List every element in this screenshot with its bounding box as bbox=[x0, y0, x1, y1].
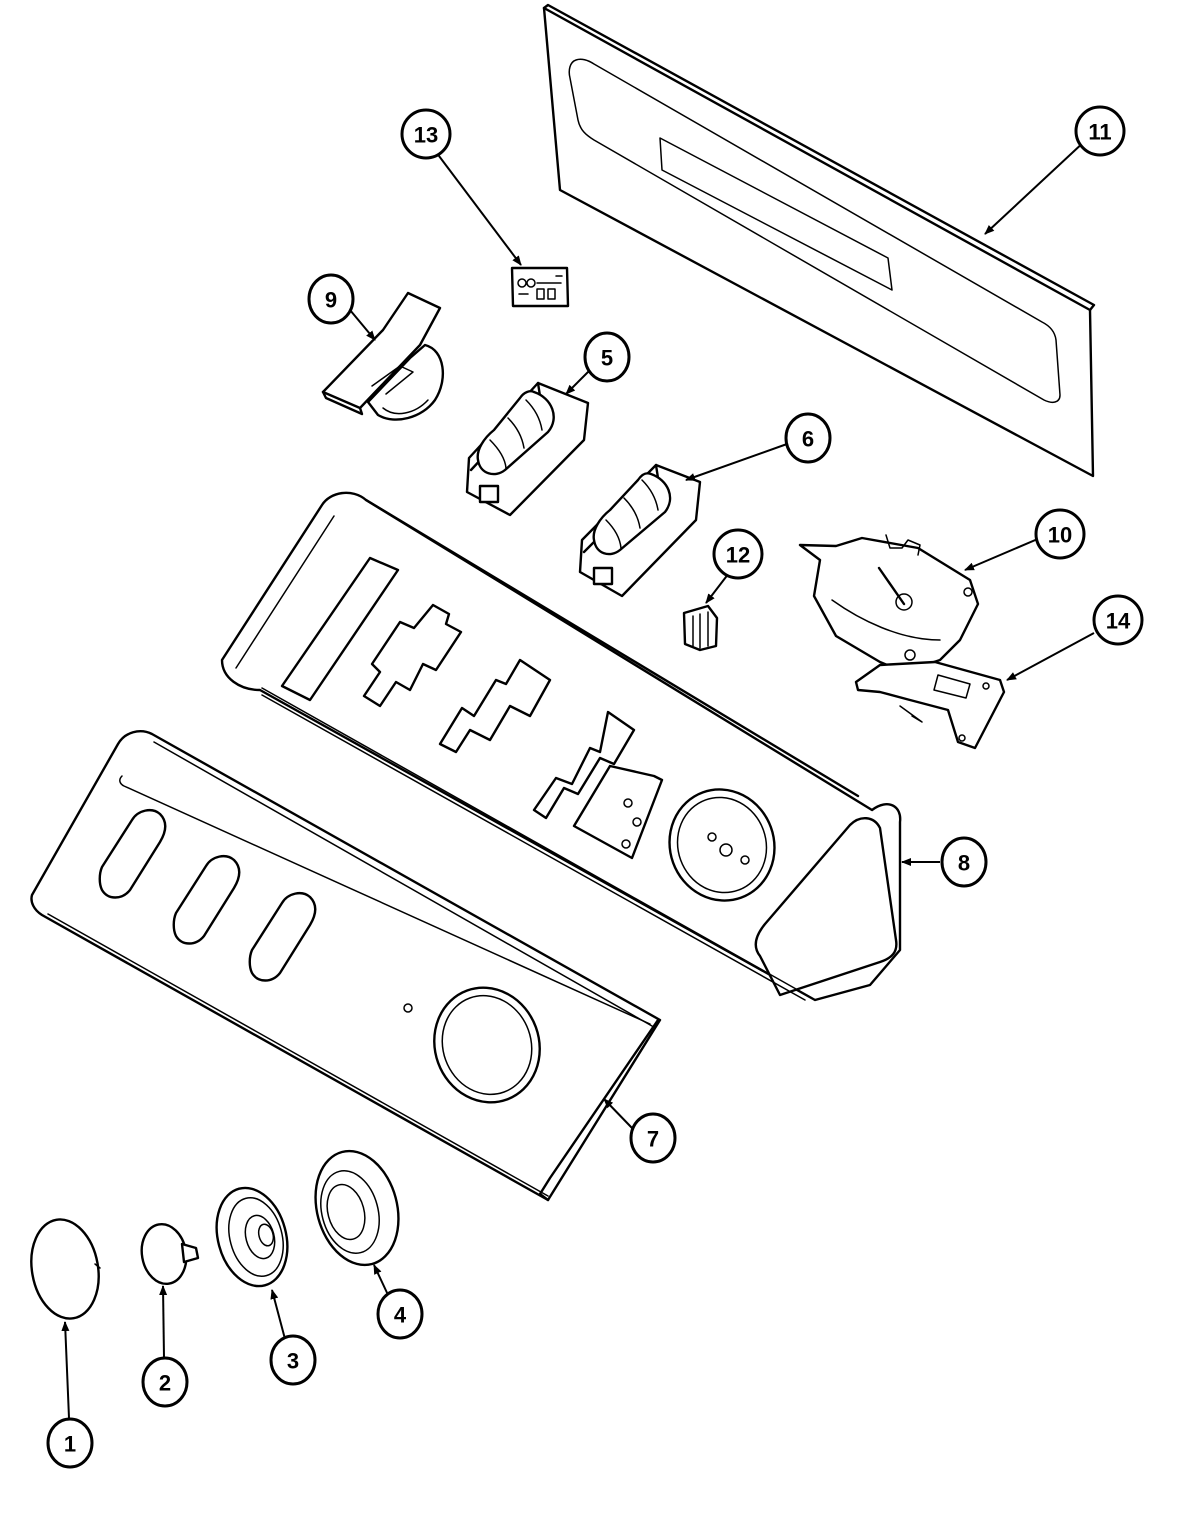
callout-4: 4 bbox=[376, 1288, 424, 1340]
callout-12-label: 12 bbox=[726, 543, 750, 568]
callouts: 1 2 3 4 5 6 7 8 bbox=[46, 105, 1144, 1469]
callout-7-label: 7 bbox=[647, 1127, 659, 1152]
callout-11-label: 11 bbox=[1088, 120, 1111, 145]
callout-14-label: 14 bbox=[1106, 609, 1131, 634]
wiring-label bbox=[510, 266, 570, 308]
timer-bracket bbox=[854, 660, 1006, 750]
small-clip bbox=[682, 604, 719, 652]
callout-13: 13 bbox=[400, 108, 452, 160]
callout-9: 9 bbox=[307, 273, 355, 325]
callout-5: 5 bbox=[583, 331, 631, 383]
callout-2-label: 2 bbox=[159, 1371, 171, 1396]
timer bbox=[798, 534, 980, 674]
callout-7: 7 bbox=[629, 1112, 677, 1164]
knob-cap bbox=[30, 1218, 101, 1320]
knob-insert bbox=[140, 1223, 200, 1285]
callout-10: 10 bbox=[1034, 508, 1086, 560]
knob-skirt bbox=[314, 1149, 400, 1267]
start-switch bbox=[321, 291, 444, 421]
callout-5-label: 5 bbox=[601, 346, 613, 371]
callout-9-label: 9 bbox=[325, 288, 337, 313]
console-housing bbox=[220, 491, 902, 1002]
rocker-switch-a bbox=[465, 381, 590, 517]
callout-2: 2 bbox=[141, 1356, 189, 1408]
callout-6: 6 bbox=[784, 412, 832, 464]
callout-3: 3 bbox=[269, 1334, 317, 1386]
callout-8-label: 8 bbox=[958, 851, 970, 876]
knob bbox=[215, 1186, 289, 1288]
callout-8: 8 bbox=[940, 836, 988, 888]
callout-13-label: 13 bbox=[414, 123, 438, 148]
callout-3-label: 3 bbox=[287, 1349, 299, 1374]
callout-1-label: 1 bbox=[64, 1432, 76, 1457]
leader-lines bbox=[61, 139, 1095, 1419]
callout-11: 11 bbox=[1074, 105, 1126, 157]
control-panel bbox=[30, 730, 662, 1202]
backguard-panel bbox=[542, 3, 1096, 478]
callout-1: 1 bbox=[46, 1417, 94, 1469]
callout-14: 14 bbox=[1092, 594, 1144, 646]
callout-6-label: 6 bbox=[802, 427, 814, 452]
callout-4-label: 4 bbox=[394, 1303, 407, 1328]
callout-12: 12 bbox=[712, 528, 764, 580]
callout-10-label: 10 bbox=[1048, 523, 1072, 548]
rocker-switch-b bbox=[578, 463, 702, 598]
